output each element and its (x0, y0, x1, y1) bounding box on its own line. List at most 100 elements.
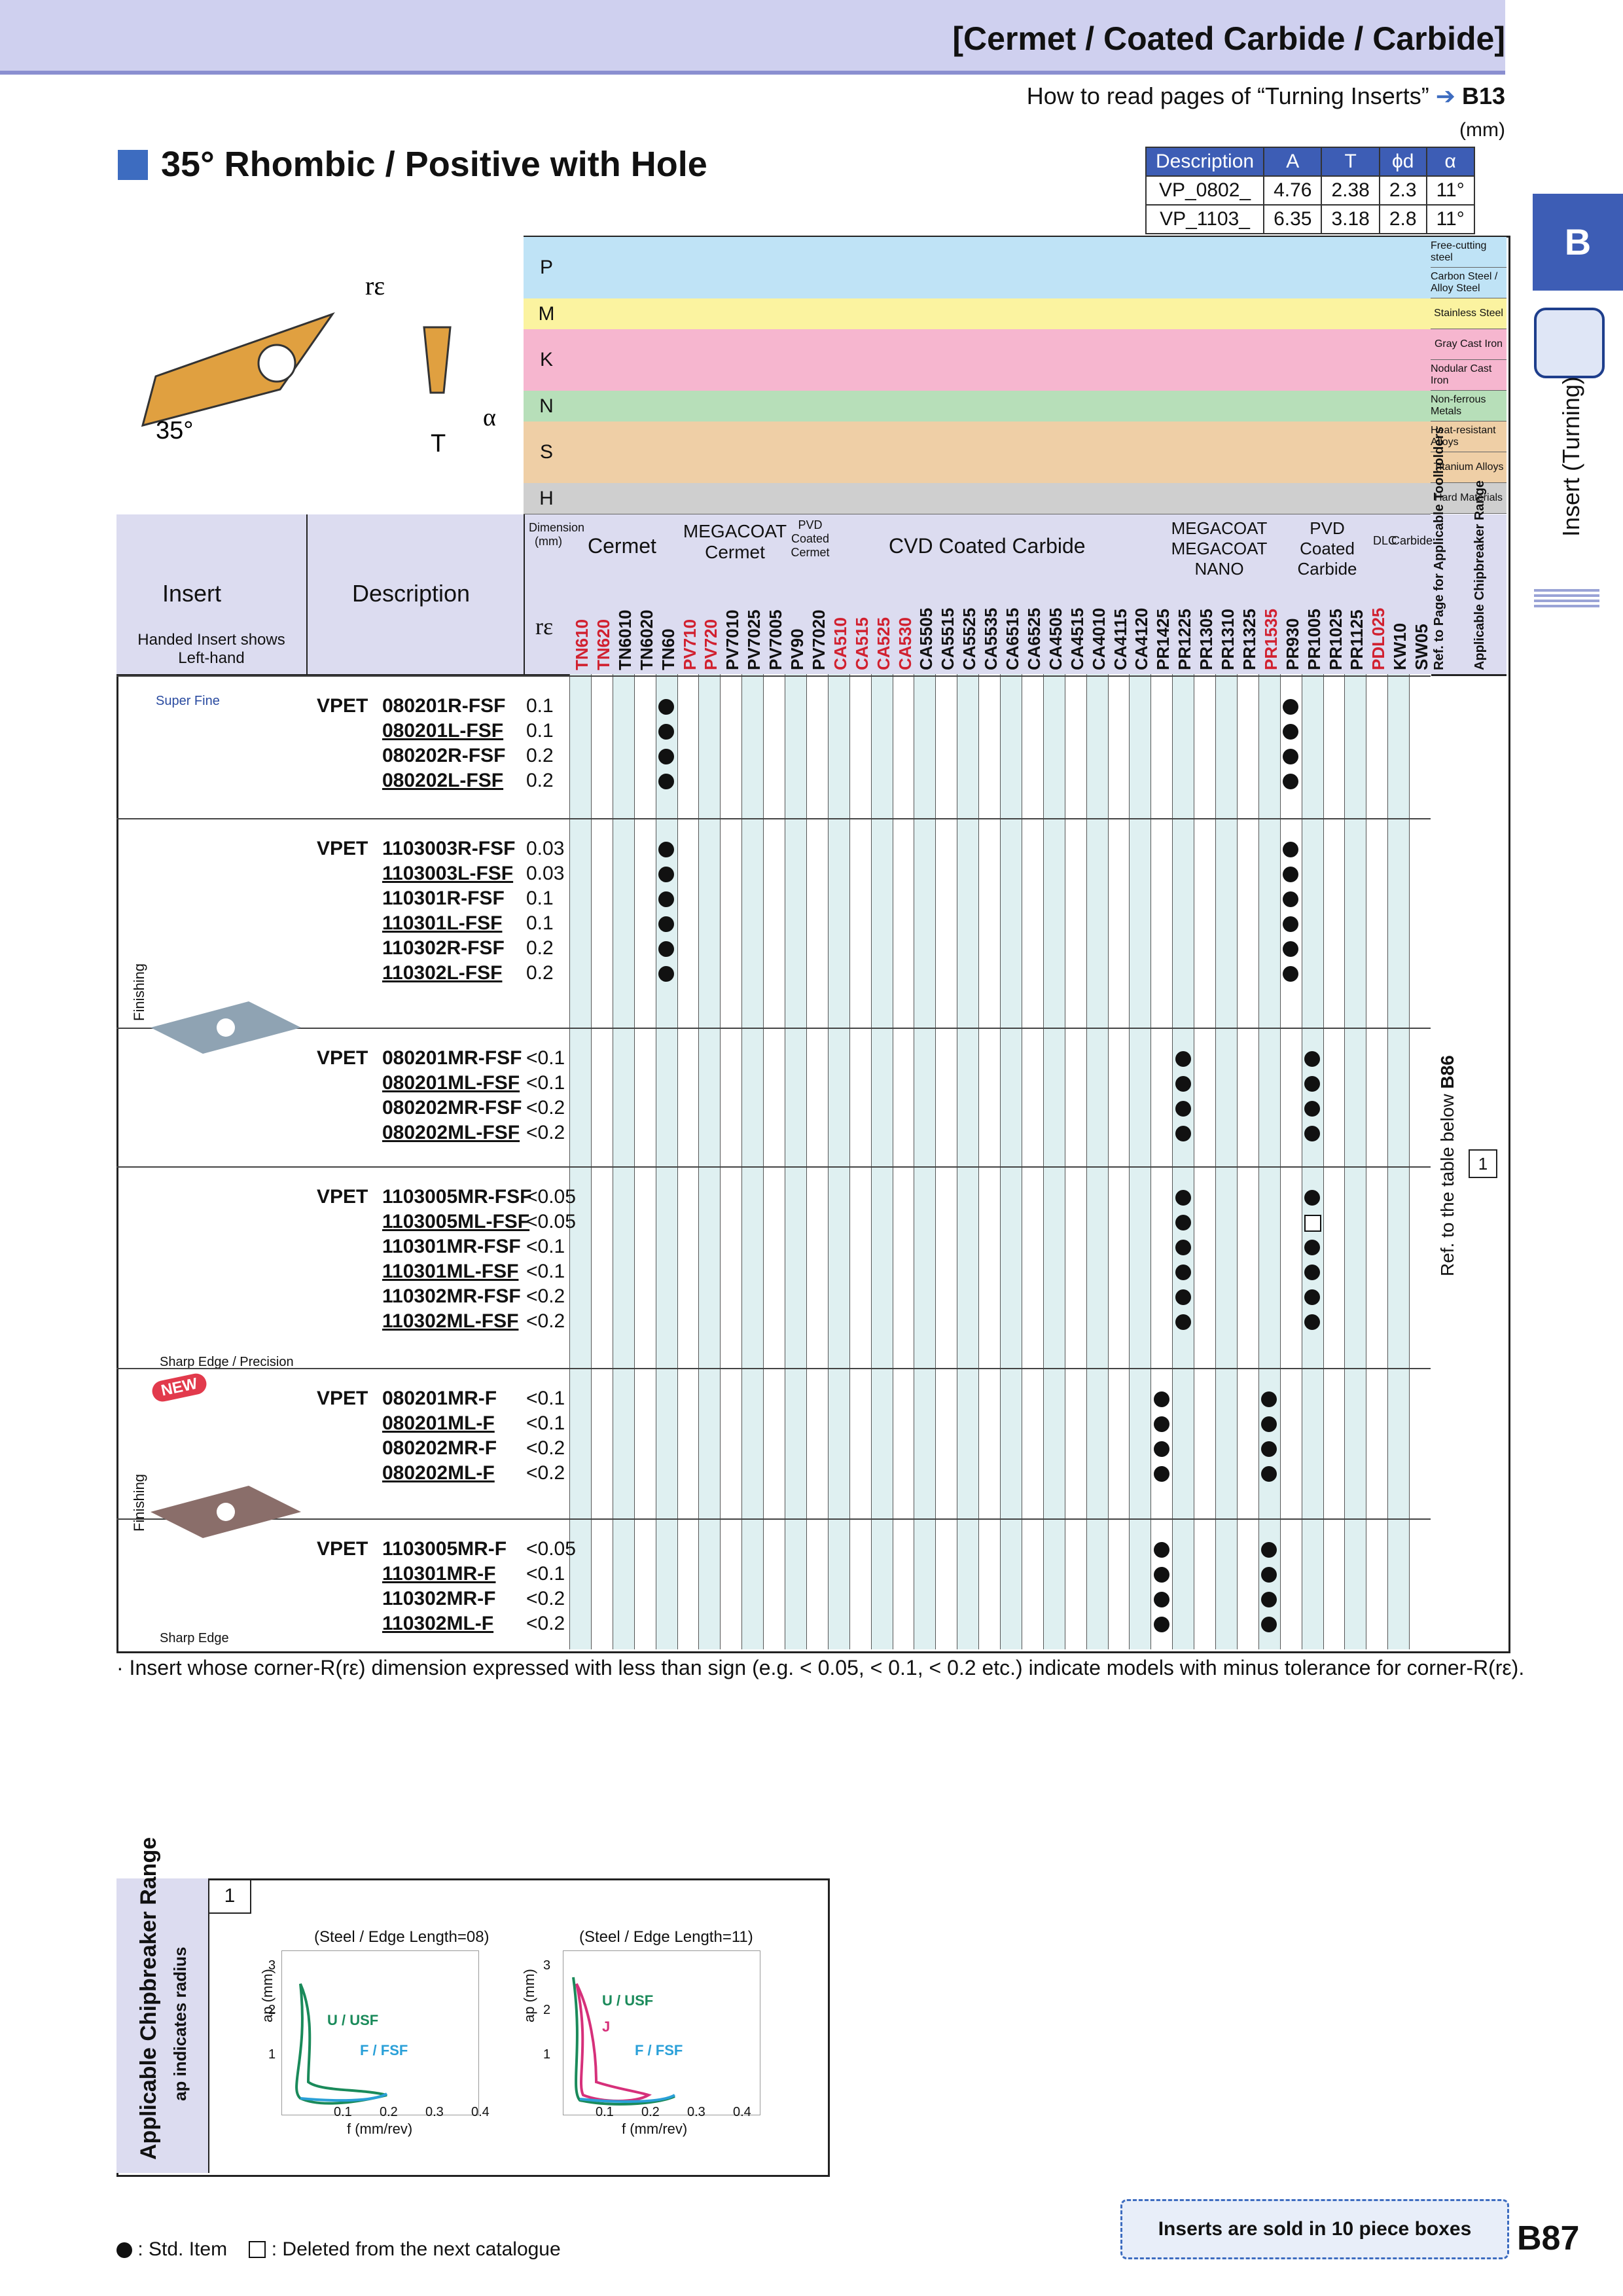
chipbreaker-side: Applicable Chipbreaker Range ap indicate… (116, 1837, 209, 2173)
insert-code: 080201ML-F (382, 1412, 495, 1434)
chipbreaker-name: Sharp Edge / Precision (160, 1355, 294, 1369)
pvd-carbide-header: PVD Coated Carbide (1297, 518, 1357, 579)
std-item-dot (1304, 1190, 1321, 1206)
insert-code: 080201MR-F (382, 1388, 497, 1409)
insert-code: 1103003L-FSF (382, 863, 514, 884)
y-tick: 1 (543, 2047, 551, 2062)
std-item-dot (1153, 1592, 1169, 1607)
std-item-dot (1175, 1240, 1191, 1255)
chart-11-title: (Steel / Edge Length=11) (579, 1928, 753, 1946)
howto-link[interactable]: How to read pages of “Turning Inserts” ➔… (1027, 82, 1505, 110)
corner-radius: <0.1 (526, 1412, 565, 1434)
grade-column (1000, 674, 1022, 1649)
chart-08-title: (Steel / Edge Length=08) (314, 1928, 490, 1946)
std-item-dot (1304, 1051, 1321, 1067)
ref-page[interactable]: B86 (1437, 1055, 1457, 1089)
insert-code: 110301MR-F (382, 1563, 496, 1585)
handed-note: Handed Insert shows Left-hand (137, 631, 285, 667)
grade-column (1279, 674, 1302, 1649)
std-item-dot (1283, 941, 1299, 957)
std-item-dot (1153, 1542, 1169, 1558)
grade-label: PV7025 (744, 609, 764, 670)
insert-code: 110302MR-F (382, 1588, 496, 1609)
group-separator (116, 675, 1431, 678)
insert-code: 110302ML-F (382, 1613, 494, 1634)
grade-label: PR1305 (1196, 609, 1217, 670)
std-item-dot (1283, 774, 1299, 789)
corner-radius: <0.1 (526, 1236, 565, 1257)
std-item-dot (658, 842, 675, 857)
corner-radius: 0.1 (526, 720, 554, 742)
insert-code: 080202MR-F (382, 1437, 497, 1459)
std-item-dot (658, 774, 675, 789)
std-item-dot (1261, 1416, 1277, 1432)
grade-label: PV720 (701, 619, 721, 670)
insert-code: 110301ML-FSF (382, 1261, 519, 1282)
grade-column (849, 674, 872, 1649)
std-item-dot (1175, 1076, 1191, 1092)
category-title: [Cermet / Coated Carbide / Carbide] (952, 20, 1505, 57)
corner-radius: 0.2 (526, 962, 554, 984)
std-item-dot (1175, 1289, 1191, 1305)
material-label: Titanium Alloys (1431, 452, 1507, 483)
chip-chart-11: (Steel / Edge Length=11) U / USF J F / F… (497, 1924, 798, 2137)
std-item-dot (1175, 1215, 1191, 1230)
grade-column (763, 674, 785, 1649)
chip-subtitle: ap indicates radius (170, 1946, 190, 2101)
grade-column (720, 674, 743, 1649)
grade-label: PR1310 (1218, 609, 1238, 670)
spec-header: ϕd (1378, 147, 1427, 177)
grade-column (1086, 674, 1109, 1649)
page-number: B87 (1517, 2219, 1580, 2257)
std-item-dot (1153, 1617, 1169, 1632)
spec-cell: VP_1103_ (1145, 204, 1265, 234)
grade-label: TN60 (658, 628, 678, 670)
chip-range-header: Applicable Chipbreaker Range (1472, 480, 1487, 670)
std-item-dot (1304, 1314, 1321, 1330)
grade-column (914, 674, 936, 1649)
grade-column (1129, 674, 1152, 1649)
grade-label: CA5525 (959, 607, 980, 670)
insert-code: 110301L-FSF (382, 912, 503, 934)
grade-label: PR1325 (1239, 609, 1259, 670)
x-tick: 0.4 (733, 2105, 751, 2119)
x-tick: 0.2 (641, 2105, 660, 2119)
insert-code: 1103005ML-FSF (382, 1211, 530, 1232)
std-item-dot (658, 916, 675, 932)
top-banner-line (0, 71, 1505, 75)
grade-column (1150, 674, 1173, 1649)
spec-cell: 11° (1425, 204, 1475, 234)
corner-radius: <0.1 (526, 1388, 565, 1409)
title-text: 35° Rhombic / Positive with Hole (161, 145, 707, 184)
grade-column (806, 674, 829, 1649)
insert-code: 1103005MR-F (382, 1538, 507, 1560)
corner-radius: 0.2 (526, 770, 554, 791)
grade-column (1043, 674, 1065, 1649)
chip-title: Applicable Chipbreaker Range (136, 1837, 161, 2160)
material-label: Heat-resistant Alloys (1431, 422, 1507, 452)
material-letter: K (539, 349, 553, 370)
std-item-dot (1153, 1391, 1169, 1407)
megacoat-nano-header: MEGACOAT MEGACOAT NANO (1171, 518, 1268, 579)
legend-deleted: : Deleted from the next catalogue (271, 2238, 561, 2260)
material-bar (524, 391, 1431, 422)
insert-code: 080202ML-FSF (382, 1122, 520, 1143)
chart-11-j: J (602, 2018, 611, 2035)
std-item-dot (1175, 1051, 1191, 1067)
grade-label: CA4505 (1045, 607, 1065, 670)
section-tab[interactable]: B (1533, 194, 1623, 291)
x-tick: 0.4 (471, 2105, 490, 2119)
grade-column (1323, 674, 1346, 1649)
spec-cell: 2.8 (1378, 204, 1427, 234)
x-tick: 0.1 (596, 2105, 614, 2119)
grade-label: CA5515 (938, 607, 958, 670)
spec-cell: 3.18 (1321, 204, 1380, 234)
re-header: rε (535, 613, 554, 639)
std-item-dot (658, 867, 675, 882)
deleted-square-icon (249, 2241, 266, 2258)
group-separator (116, 1518, 1431, 1521)
y-tick: 3 (268, 1958, 276, 1973)
arrow-icon: ➔ (1435, 82, 1455, 109)
insert-code: 080202L-FSF (382, 770, 504, 791)
ref-below-text: Ref. to the table below (1437, 1094, 1457, 1276)
